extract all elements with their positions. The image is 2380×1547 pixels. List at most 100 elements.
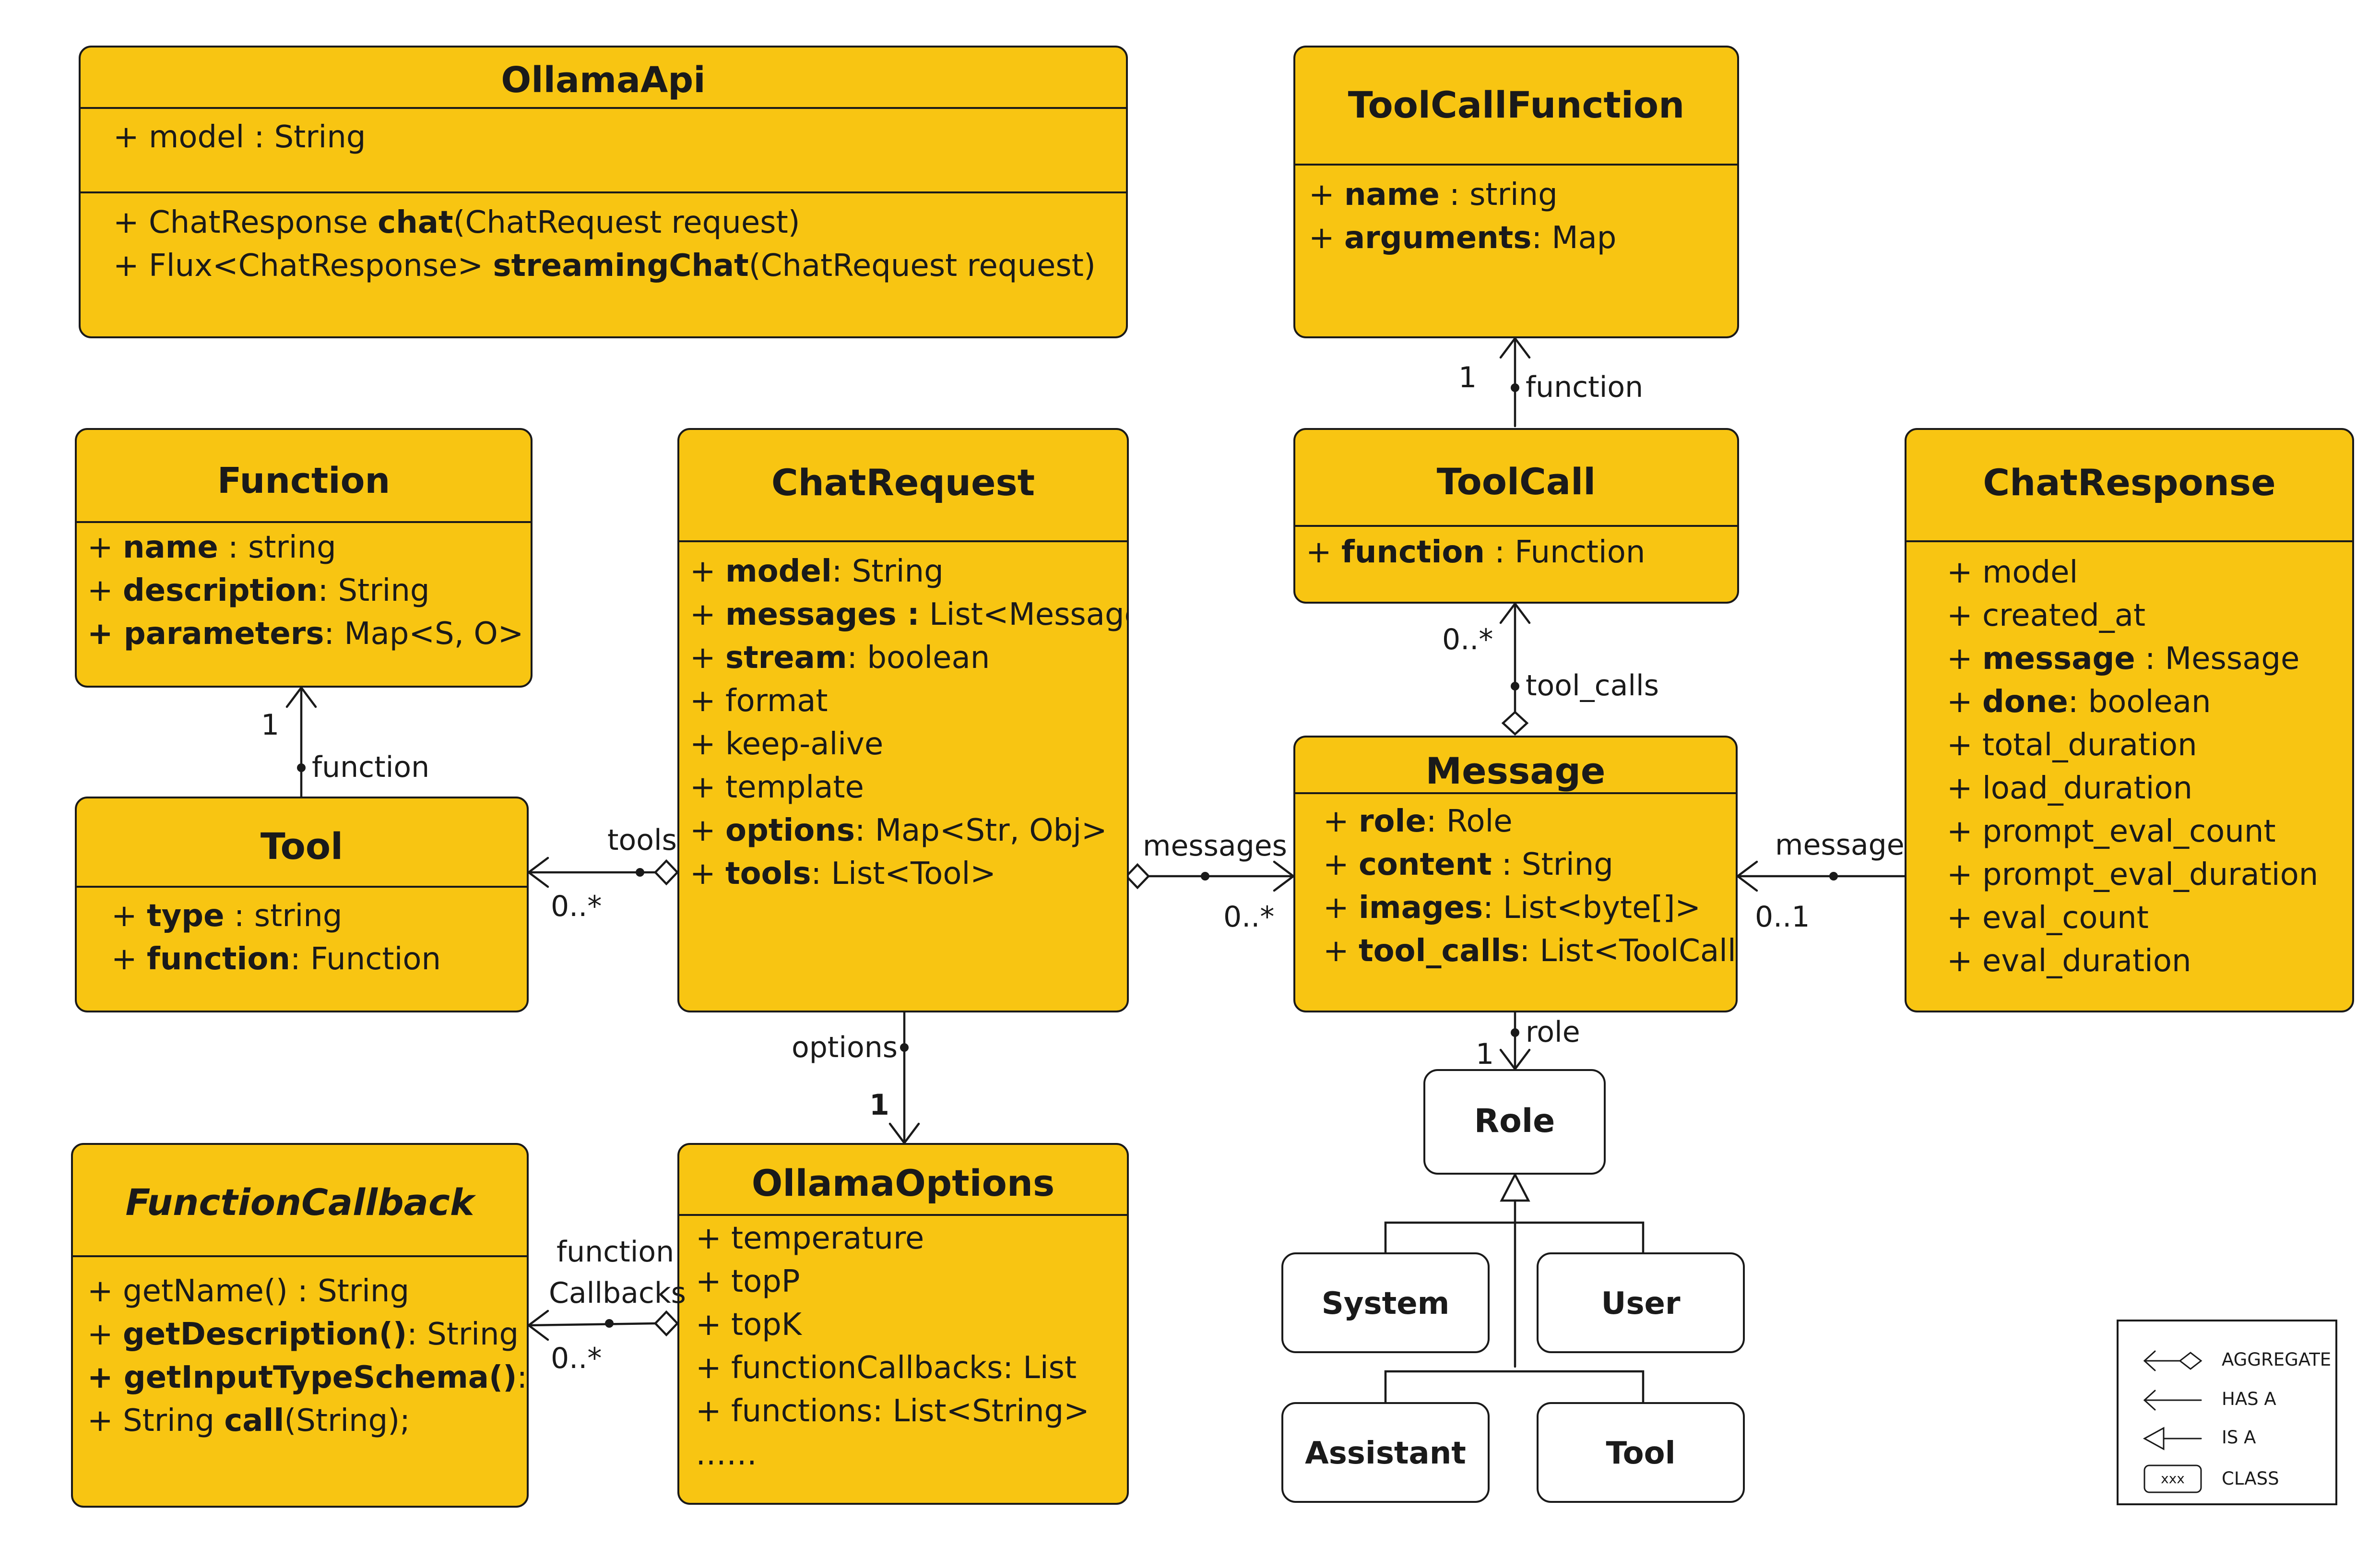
aggregate-diamond bbox=[1501, 710, 1529, 736]
attribute-list: + function : Function bbox=[1306, 531, 1737, 574]
legend: AGGREGATE HAS A IS A xxx CLASS bbox=[2117, 1320, 2337, 1505]
member-row: + options: Map<Str, Obj> bbox=[690, 809, 1127, 852]
member-row: + topP bbox=[696, 1260, 1127, 1303]
label-messages: messages bbox=[1143, 829, 1287, 863]
divider bbox=[81, 107, 1126, 109]
member-text: role bbox=[1358, 804, 1426, 839]
label-dot bbox=[1511, 383, 1519, 392]
member-text: (ChatRequest request) bbox=[453, 205, 800, 240]
divider bbox=[1295, 792, 1736, 794]
class-title: Assistant bbox=[1305, 1436, 1466, 1471]
member-text: : boolean bbox=[847, 640, 990, 676]
member-row: + getInputTypeSchema(): Str bbox=[87, 1356, 527, 1399]
class-tool-call-function: ToolCallFunction + name : string+ argume… bbox=[1293, 46, 1739, 338]
member-text: name bbox=[122, 530, 218, 565]
member-text: + bbox=[690, 597, 725, 632]
member-text: : string bbox=[1439, 177, 1558, 213]
member-text: + created_at bbox=[1947, 598, 2146, 633]
member-row: + total_duration bbox=[1947, 724, 2352, 767]
member-text: function bbox=[146, 941, 290, 977]
divider bbox=[679, 540, 1127, 542]
divider bbox=[1906, 540, 2352, 542]
attribute-list: + model+ created_at+ message : Message+ … bbox=[1947, 551, 2352, 983]
member-text: options bbox=[725, 813, 855, 848]
label-dot bbox=[297, 763, 306, 772]
attribute-list: + model: String+ messages : List<Message… bbox=[690, 550, 1127, 895]
class-title: Function bbox=[217, 460, 391, 501]
member-text: + bbox=[1323, 804, 1359, 839]
member-row: + arguments: Map bbox=[1309, 216, 1737, 260]
member-text: + bbox=[111, 941, 147, 977]
member-text: : List<ToolCall> bbox=[1519, 933, 1738, 969]
class-title: Role bbox=[1474, 1102, 1555, 1140]
member-text: + getName() : String bbox=[87, 1273, 410, 1309]
member-row: + messages : List<Message> bbox=[690, 593, 1127, 636]
member-text: + bbox=[1323, 890, 1359, 926]
member-row: + content : String bbox=[1323, 843, 1736, 886]
legend-has-a: HAS A bbox=[2222, 1389, 2276, 1409]
member-text: + ChatResponse bbox=[113, 205, 378, 240]
legend-is-a: IS A bbox=[2222, 1427, 2256, 1448]
divider bbox=[1295, 525, 1737, 527]
attribute-list: + getName() : String+ getDescription(): … bbox=[87, 1270, 527, 1442]
member-row: + load_duration bbox=[1947, 767, 2352, 810]
member-text: : Function bbox=[290, 941, 441, 977]
member-text: + bbox=[690, 554, 725, 589]
label-tool-function: function bbox=[312, 750, 430, 784]
member-text: + template bbox=[690, 770, 864, 805]
class-role-assistant: Assistant bbox=[1281, 1402, 1490, 1503]
member-text: function bbox=[1341, 535, 1485, 570]
member-text: + eval_duration bbox=[1947, 943, 2191, 979]
member-text: call bbox=[224, 1403, 284, 1439]
member-row: + function : Function bbox=[1306, 531, 1737, 574]
label-dot bbox=[1511, 1028, 1519, 1037]
member-text: + bbox=[87, 530, 123, 565]
label-dot bbox=[605, 1319, 614, 1328]
member-text: : String bbox=[1492, 847, 1613, 882]
member-row: + ChatResponse chat(ChatRequest request) bbox=[113, 201, 1126, 244]
mult-tool-function: 1 bbox=[261, 708, 280, 742]
member-text: + String bbox=[87, 1403, 225, 1439]
mult-messages: 0..* bbox=[1223, 900, 1275, 934]
member-text: + temperature bbox=[696, 1221, 924, 1256]
member-text: : Role bbox=[1426, 804, 1513, 839]
member-text: + prompt_eval_duration bbox=[1947, 857, 2319, 892]
member-text: + bbox=[1947, 641, 1982, 677]
arrowhead-open bbox=[1736, 860, 1758, 892]
legend-aggregate: AGGREGATE bbox=[2222, 1349, 2332, 1370]
member-row: + functions: List<String> bbox=[696, 1390, 1127, 1433]
divider bbox=[679, 1214, 1127, 1216]
class-function: Function + name : string+ description: S… bbox=[75, 428, 533, 688]
member-row: + function: Function bbox=[111, 938, 527, 981]
member-row: + Flux<ChatResponse> streamingChat(ChatR… bbox=[113, 244, 1126, 287]
arrowhead-open bbox=[527, 1309, 549, 1341]
member-text: + bbox=[111, 898, 147, 934]
member-text: message bbox=[1982, 641, 2135, 677]
member-text: arguments bbox=[1344, 220, 1532, 256]
member-text: getDescription() bbox=[122, 1317, 407, 1352]
member-text: : String bbox=[318, 573, 430, 608]
attribute-list: + name : string+ description: String+ pa… bbox=[87, 526, 531, 655]
label-dot bbox=[1201, 872, 1209, 881]
mult-function-callbacks: 0..* bbox=[551, 1342, 602, 1375]
member-text: + Flux<ChatResponse> bbox=[113, 248, 493, 284]
label-dot bbox=[636, 868, 644, 877]
member-text: description bbox=[122, 573, 318, 608]
member-row: + parameters: Map<S, O> bbox=[87, 612, 531, 655]
class-chat-response: ChatResponse + model+ created_at+ messag… bbox=[1905, 428, 2354, 1012]
class-title: Message bbox=[1425, 750, 1606, 792]
class-role-system: System bbox=[1281, 1252, 1490, 1353]
member-text: + functions: List<String> bbox=[696, 1393, 1089, 1429]
member-text: stream bbox=[725, 640, 847, 676]
member-row: + model: String bbox=[690, 550, 1127, 593]
member-text: : List<Tool> bbox=[811, 856, 996, 892]
inheritance-triangle bbox=[1500, 1172, 1530, 1202]
member-text: + keep-alive bbox=[690, 726, 884, 762]
mult-options: 1 bbox=[869, 1088, 889, 1122]
member-text: + bbox=[1947, 684, 1982, 720]
member-text: streamingChat bbox=[493, 248, 749, 284]
member-row: + functionCallbacks: List bbox=[696, 1346, 1127, 1390]
member-row: + description: String bbox=[87, 569, 531, 612]
